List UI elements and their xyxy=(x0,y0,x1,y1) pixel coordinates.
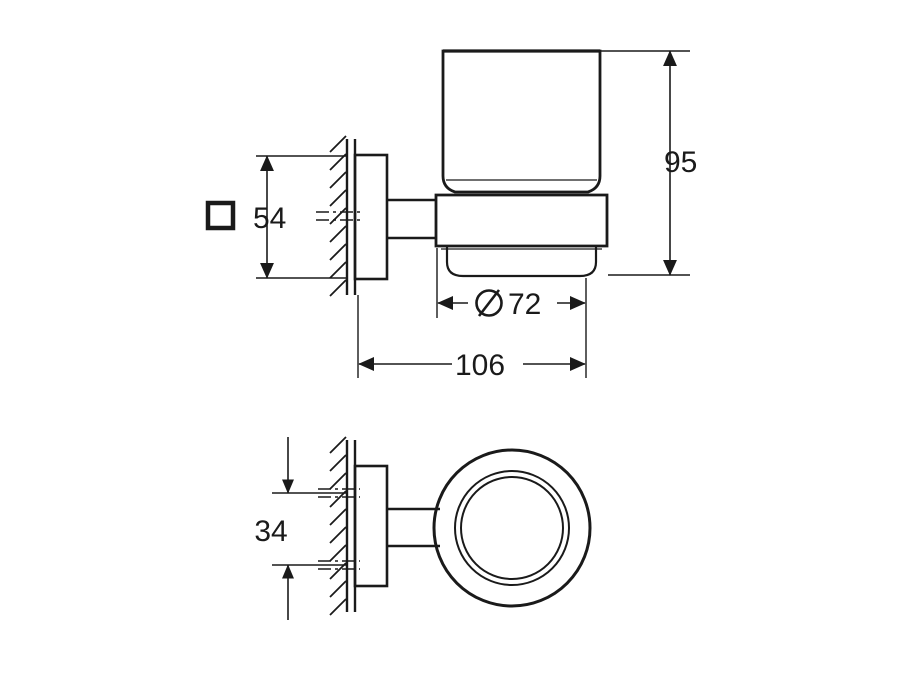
dimension-plate-34: 34 xyxy=(254,437,347,620)
centerline-plan-lower xyxy=(318,560,360,570)
elevation-view-group: 95 54 72 xyxy=(205,49,697,382)
square-section-symbol xyxy=(205,200,236,231)
centerline-elevation xyxy=(316,211,360,221)
dimension-label-72: 72 xyxy=(508,288,541,321)
wall-plate-plan xyxy=(353,464,389,588)
centerline-plan-upper xyxy=(318,488,360,498)
wall-plate-elevation xyxy=(353,153,389,281)
dimension-label-54: 54 xyxy=(253,202,286,235)
holder-ring-elevation xyxy=(434,193,609,278)
support-arm-plan xyxy=(387,507,440,548)
wall-hatching-plan xyxy=(329,436,347,616)
diameter-symbol xyxy=(475,289,503,317)
dimension-diameter-72: 72 xyxy=(436,248,587,321)
dimension-projection-106: 106 xyxy=(357,295,587,382)
holder-ring-plan xyxy=(432,448,592,608)
wall-hatching-elevation xyxy=(329,135,347,297)
tumbler-glass-elevation xyxy=(441,49,602,194)
dimension-plate-54: 54 xyxy=(205,155,347,279)
dimension-height-95: 95 xyxy=(600,50,697,276)
wall-elevation xyxy=(316,135,360,297)
support-arm-elevation xyxy=(387,198,437,240)
dimension-label-106: 106 xyxy=(455,349,505,382)
plan-view-group: 34 xyxy=(254,436,592,620)
dimension-label-95: 95 xyxy=(664,146,697,179)
dimension-label-34: 34 xyxy=(254,515,287,548)
